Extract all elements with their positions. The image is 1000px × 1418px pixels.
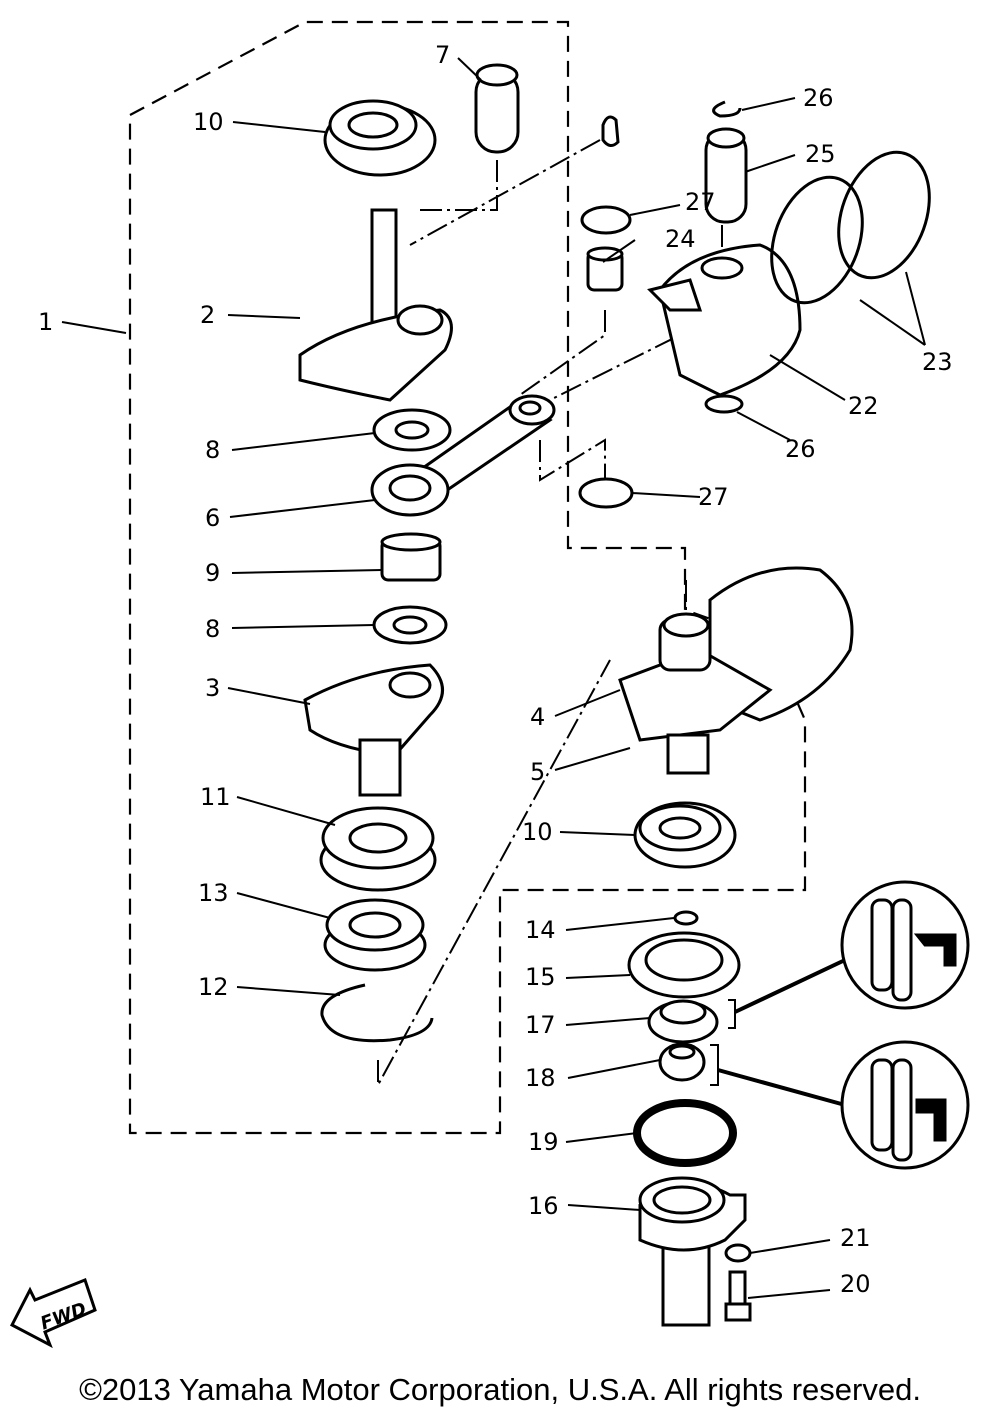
callout-16: 16	[528, 1192, 559, 1220]
callout-11: 11	[200, 783, 231, 811]
callout-18: 18	[525, 1064, 556, 1092]
part-o-ring-large	[633, 1099, 737, 1167]
callout-23: 23	[922, 348, 953, 376]
part-crankshaft-upper	[298, 208, 453, 402]
callout-7: 7	[435, 41, 450, 69]
part-bearing-center	[633, 801, 737, 869]
callout-26-top: 26	[803, 84, 834, 112]
callout-10-center: 10	[522, 818, 553, 846]
callout-1: 1	[38, 308, 53, 336]
copyright-footer: ©2013 Yamaha Motor Corporation, U.S.A. A…	[79, 1372, 921, 1407]
callout-17: 17	[525, 1011, 556, 1039]
callout-5: 5	[530, 758, 545, 786]
part-ring-2	[837, 150, 931, 280]
callout-21: 21	[840, 1224, 871, 1252]
center-line	[377, 659, 611, 1086]
callout-8-upper: 8	[205, 436, 220, 464]
seal-direction-detail-upper	[734, 880, 970, 1014]
leader-lines	[61, 57, 926, 1299]
fwd-direction-arrow: FWD	[9, 1278, 97, 1349]
center-line	[539, 438, 606, 482]
part-assembled-piston	[618, 566, 854, 775]
callout-25: 25	[805, 140, 836, 168]
callout-6: 6	[205, 504, 220, 532]
parts-diagram: 1 2 3 4 5 6 7 8 8 9 10 10 11 12 13 14 15…	[9, 20, 970, 1349]
part-needle-bearing	[380, 532, 442, 582]
callout-4: 4	[530, 703, 545, 731]
part-thrust-washer-lower	[372, 605, 448, 645]
part-thrust-washer	[372, 408, 452, 452]
callout-2: 2	[200, 301, 215, 329]
part-circlip	[320, 983, 434, 1043]
part-labyrinth-seal	[323, 898, 427, 972]
callout-9: 9	[205, 559, 220, 587]
callout-24: 24	[665, 225, 696, 253]
part-key	[601, 115, 620, 147]
part-bearing-top	[323, 99, 437, 177]
part-piston-pin	[704, 127, 748, 224]
part-piston	[647, 243, 802, 397]
part-ring-1	[770, 175, 864, 305]
part-bearing	[319, 806, 437, 892]
center-line	[519, 310, 606, 396]
callout-3: 3	[205, 674, 220, 702]
bracket-18	[710, 1044, 719, 1086]
callout-19: 19	[528, 1128, 559, 1156]
part-connecting-rod	[370, 394, 556, 517]
part-bolt	[724, 1270, 752, 1322]
part-o-ring	[673, 910, 699, 926]
callout-26-bottom: 26	[785, 435, 816, 463]
part-washer-lower	[578, 477, 634, 509]
callout-15: 15	[525, 963, 556, 991]
callout-10-top: 10	[193, 108, 224, 136]
part-washer-upper	[580, 205, 632, 235]
callout-27-lower: 27	[698, 483, 729, 511]
part-clip-top	[712, 100, 742, 118]
center-line	[415, 160, 498, 211]
part-washer	[724, 1243, 752, 1263]
callout-20: 20	[840, 1270, 871, 1298]
part-oil-seal-upper	[647, 999, 719, 1044]
callout-8-lower: 8	[205, 615, 220, 643]
seal-direction-detail-lower	[717, 1040, 970, 1170]
callout-13: 13	[198, 879, 229, 907]
center-line	[529, 329, 691, 411]
part-oil-seal-housing	[638, 1176, 747, 1327]
callout-12: 12	[198, 973, 229, 1001]
part-crankshaft-lower	[303, 663, 444, 797]
part-clip-bottom	[704, 394, 744, 414]
part-crank-pin	[474, 63, 520, 154]
part-small-end-bearing	[586, 246, 624, 292]
callout-14: 14	[525, 916, 556, 944]
callout-27-upper: 27	[685, 188, 716, 216]
callout-22: 22	[848, 392, 879, 420]
center-line	[409, 139, 601, 246]
part-seal-plate	[627, 931, 741, 999]
bracket-17	[728, 999, 736, 1029]
part-oil-seal-lower	[658, 1042, 706, 1082]
